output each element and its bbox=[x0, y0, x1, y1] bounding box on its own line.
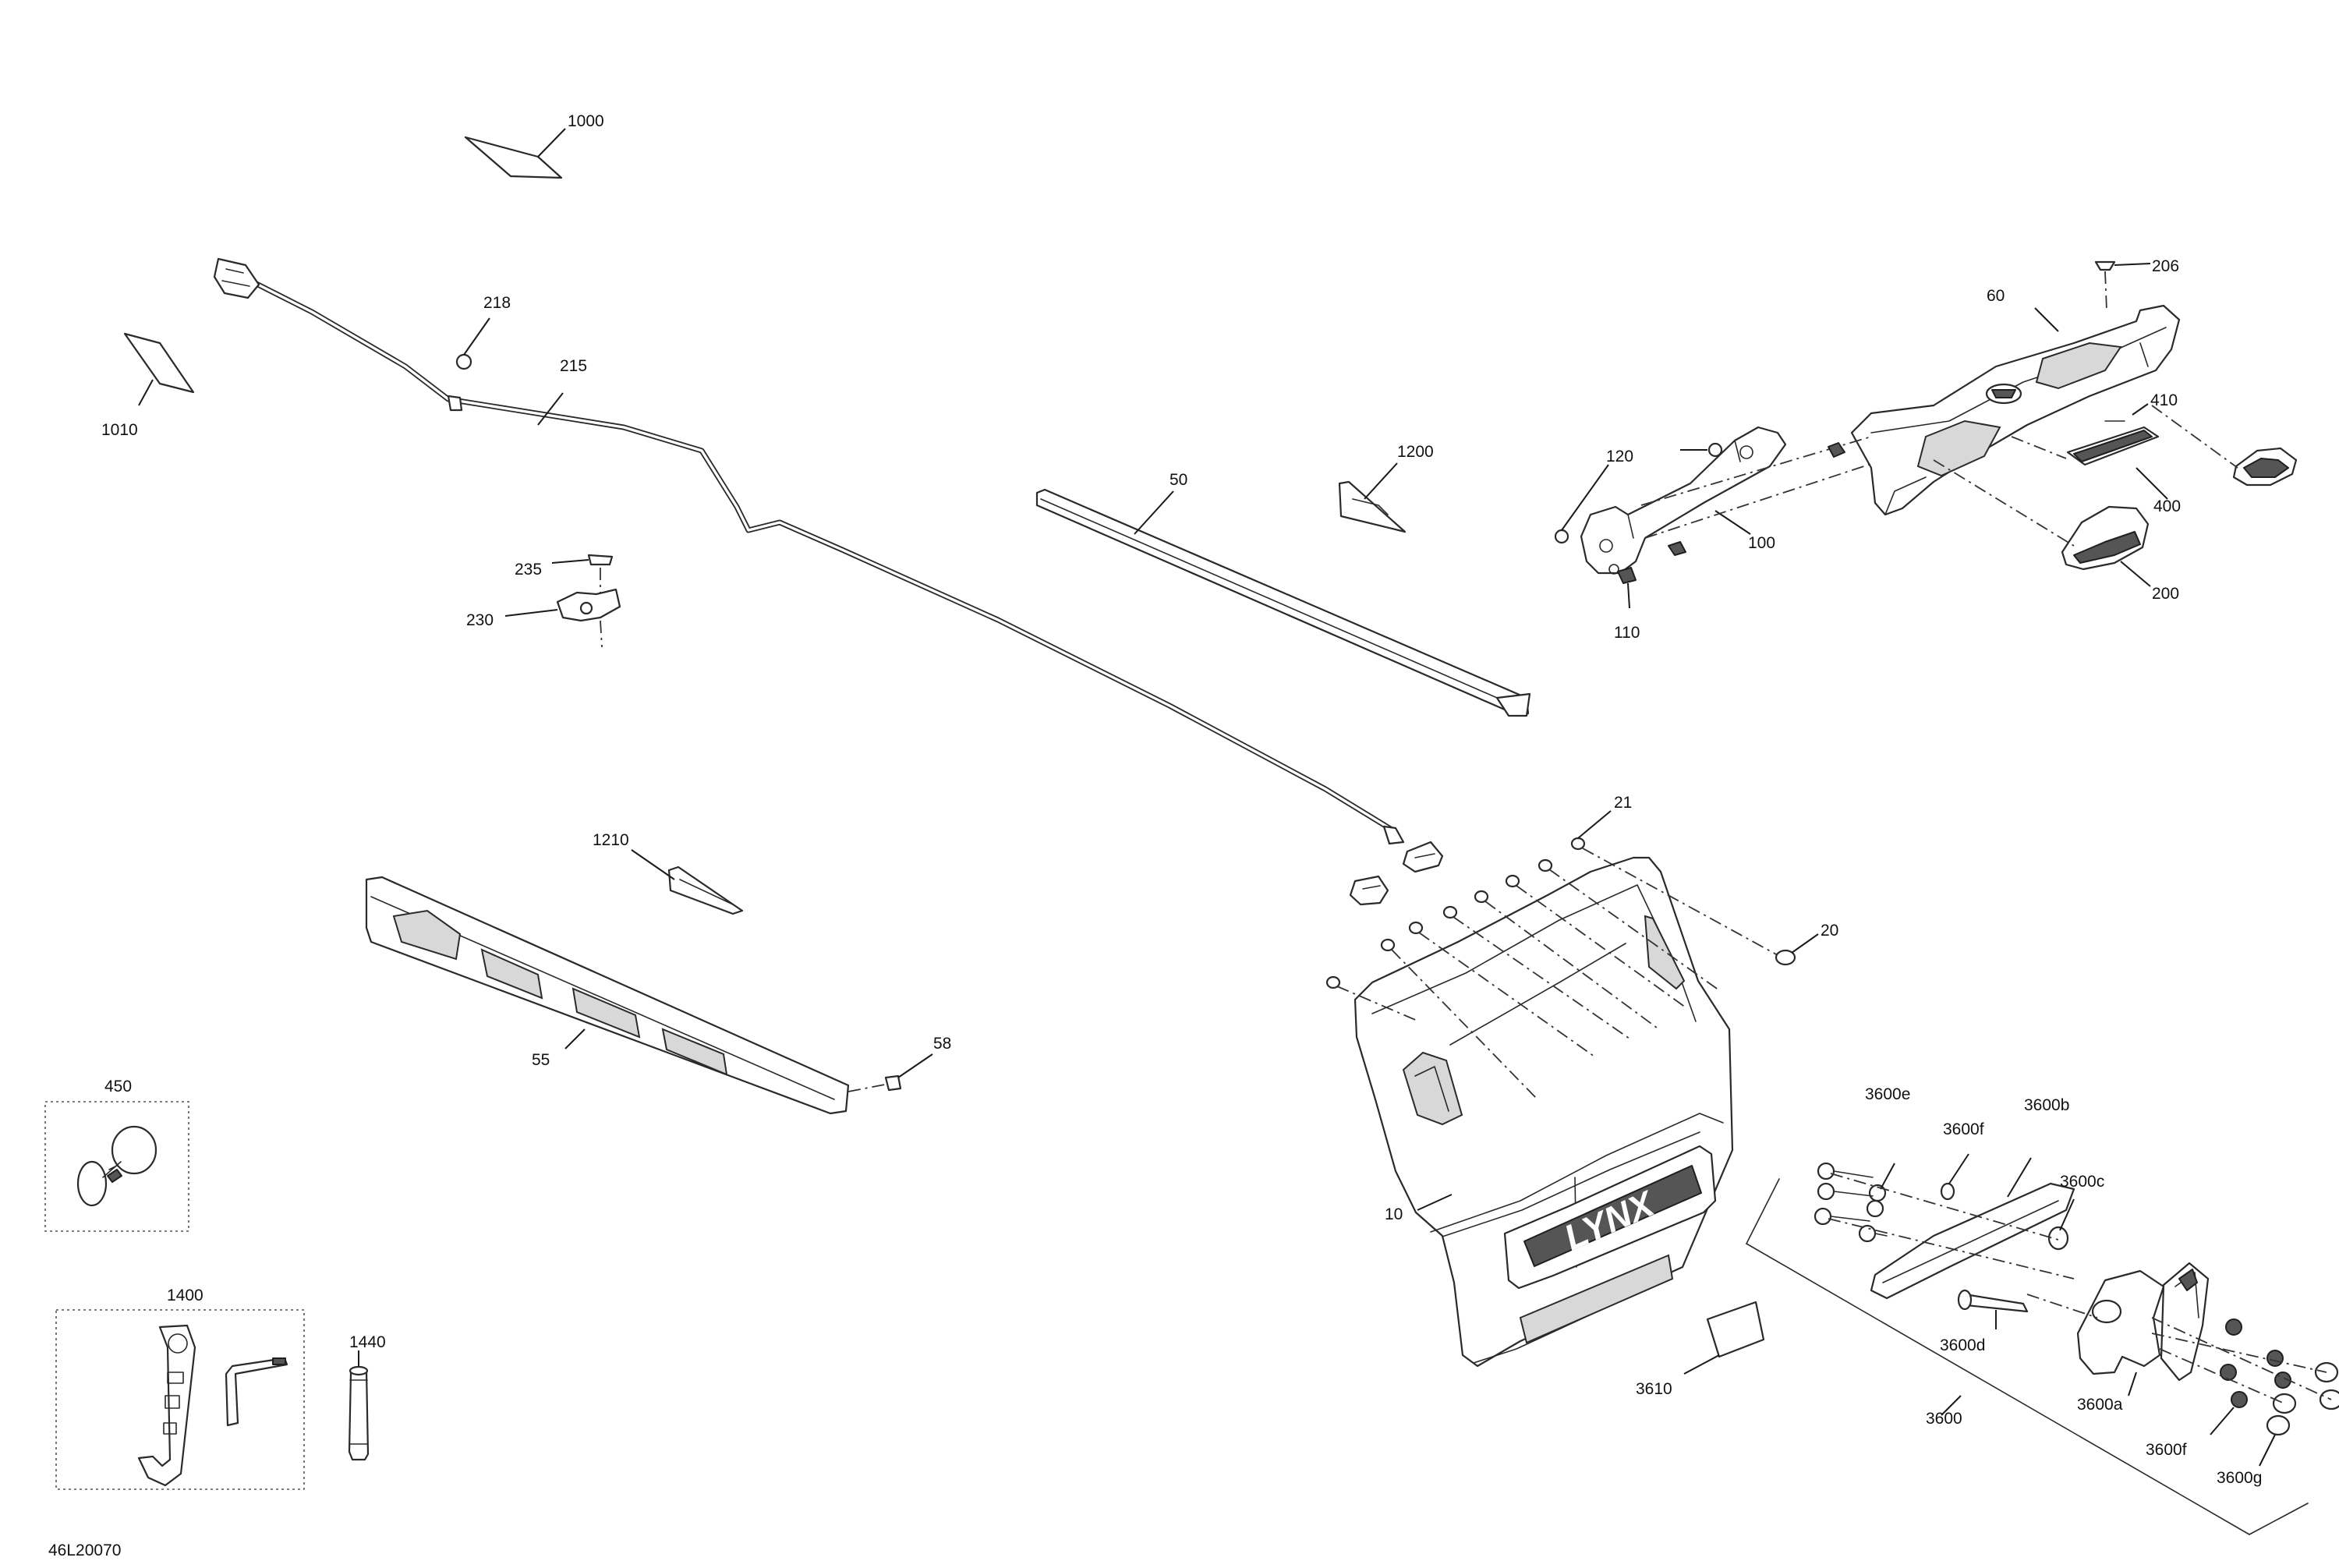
callout-235: 235 bbox=[515, 561, 542, 579]
decal-1200[interactable] bbox=[1338, 462, 1407, 533]
decal-1010[interactable] bbox=[123, 332, 195, 406]
nut-110[interactable] bbox=[1617, 442, 1845, 609]
kit-box-1400[interactable] bbox=[55, 1309, 305, 1490]
callout-3600c: 3600c bbox=[2060, 1173, 2104, 1191]
callout-3600e: 3600e bbox=[1865, 1085, 1910, 1103]
callout-58: 58 bbox=[933, 1035, 951, 1053]
callout-10: 10 bbox=[1385, 1205, 1403, 1223]
kit-box-450[interactable] bbox=[44, 1101, 189, 1232]
reflector-400[interactable] bbox=[2011, 426, 2168, 500]
trim-strip-50[interactable] bbox=[1035, 488, 1531, 717]
callout-230: 230 bbox=[466, 611, 494, 629]
callout-120: 120 bbox=[1606, 448, 1633, 465]
callout-20: 20 bbox=[1821, 922, 1838, 940]
signal-light-right[interactable] bbox=[2151, 405, 2298, 487]
callout-100: 100 bbox=[1748, 534, 1775, 552]
screw-206[interactable] bbox=[2094, 260, 2151, 311]
callout-3600g: 3600g bbox=[2217, 1469, 2262, 1487]
callout-200: 200 bbox=[2152, 585, 2179, 603]
callout-215: 215 bbox=[560, 357, 587, 375]
callout-110: 110 bbox=[1614, 624, 1640, 642]
callout-1210: 1210 bbox=[593, 831, 629, 849]
callout-50: 50 bbox=[1170, 471, 1187, 489]
callout-1000: 1000 bbox=[568, 112, 604, 130]
callout-218: 218 bbox=[483, 294, 511, 312]
callout-450: 450 bbox=[104, 1078, 132, 1095]
rivets-21[interactable] bbox=[1325, 810, 1778, 1100]
callout-3610: 3610 bbox=[1636, 1380, 1672, 1398]
callout-21: 21 bbox=[1614, 794, 1632, 812]
screw-235[interactable] bbox=[551, 554, 614, 593]
decal-1210[interactable] bbox=[631, 849, 744, 915]
callout-206: 206 bbox=[2152, 257, 2179, 275]
decal-1000[interactable] bbox=[464, 128, 566, 179]
bracket-230[interactable] bbox=[504, 588, 621, 648]
callout-3600a: 3600a bbox=[2077, 1396, 2123, 1414]
snow-flap-10[interactable]: LYNX bbox=[1354, 856, 1734, 1368]
callout-3600f-bottom: 3600f bbox=[2146, 1441, 2187, 1459]
washer-20[interactable] bbox=[1775, 933, 1819, 966]
callout-1400: 1400 bbox=[167, 1287, 203, 1304]
cable-harness-215[interactable] bbox=[213, 257, 1444, 906]
callout-3600d: 3600d bbox=[1940, 1336, 1985, 1354]
callout-3600f-top: 3600f bbox=[1943, 1120, 1984, 1138]
callout-55: 55 bbox=[532, 1051, 550, 1069]
callout-1010: 1010 bbox=[101, 421, 138, 439]
hitch-assembly-3600[interactable] bbox=[1746, 1153, 2339, 1535]
side-panel-55[interactable] bbox=[365, 876, 890, 1115]
diagram-reference-code: 46L20070 bbox=[48, 1541, 121, 1559]
tool-1440[interactable] bbox=[348, 1350, 370, 1461]
callout-3600b: 3600b bbox=[2024, 1096, 2069, 1114]
lens-410[interactable] bbox=[2104, 403, 2149, 422]
callout-1440: 1440 bbox=[349, 1333, 386, 1351]
nut-120[interactable] bbox=[1554, 442, 1723, 544]
label-plate-3610[interactable] bbox=[1683, 1301, 1765, 1375]
callout-410: 410 bbox=[2150, 391, 2178, 409]
callout-3600: 3600 bbox=[1926, 1410, 1962, 1428]
callout-60: 60 bbox=[1987, 287, 2005, 305]
signal-light-200[interactable] bbox=[1933, 459, 2151, 587]
fastener-58[interactable] bbox=[884, 1053, 933, 1092]
callout-1200: 1200 bbox=[1397, 443, 1434, 461]
callout-400: 400 bbox=[2153, 497, 2181, 515]
bracket-100[interactable] bbox=[1580, 426, 1872, 575]
light-housing-60[interactable] bbox=[1850, 304, 2181, 516]
clip-218[interactable] bbox=[455, 317, 490, 370]
